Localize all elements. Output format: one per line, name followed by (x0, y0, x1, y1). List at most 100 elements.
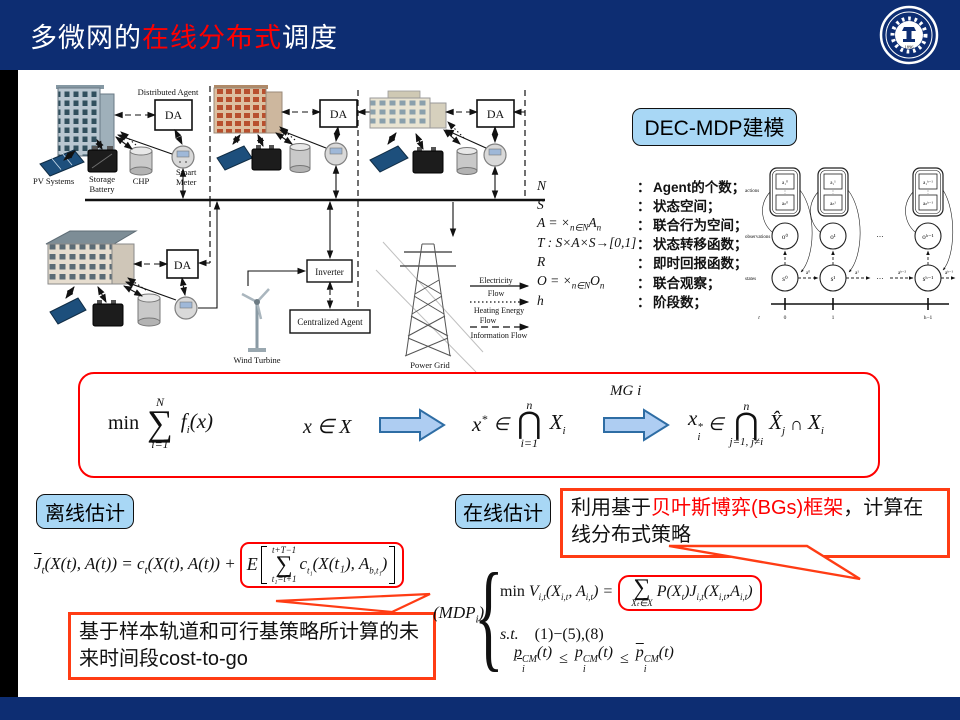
smart-meter-label-1: Smart (176, 167, 197, 177)
block-arrow-icon (379, 408, 446, 442)
title-suffix: 调度 (282, 23, 338, 53)
storage-label-2: Battery (89, 184, 115, 194)
svg-text:a₁⁰: a₁⁰ (782, 180, 788, 186)
smart-meter-icon (483, 143, 507, 167)
notation-row: A = ×n∈NAn：联合行为空间； (537, 215, 748, 233)
distributed-agent-label: Distributed Agent (138, 87, 199, 97)
offline-formula: Jt(X(t), A(t)) = ct(X(t), A(t)) + E t+T−… (34, 535, 405, 595)
smart-meter-label-2: Meter (176, 177, 196, 187)
title-prefix: 多微网的 (30, 23, 142, 53)
centralized-agent-box: Centralized Agent (289, 309, 371, 334)
notation-list: N：Agent的个数； S：状态空间； A = ×n∈NAn：联合行为空间； T… (537, 176, 748, 310)
chp-icon (456, 147, 478, 175)
online-label: 在线估计 (455, 494, 551, 529)
building-icon (45, 230, 138, 285)
block-arrow-icon (603, 408, 670, 442)
title-highlight: 在线分布式 (142, 23, 282, 53)
sum-highlight-box: ∑Xₜ∈X P(Xt)Ji,t(Xi,t,Ai,t) (618, 575, 762, 611)
offline-note-box: 基于样本轨道和可行基策略所计算的未来时间段cost-to-go (68, 612, 436, 680)
wind-turbine-label: Wind Turbine (233, 355, 280, 365)
battery-icon (251, 145, 282, 171)
pv-label: PV Systems (33, 176, 74, 186)
mg1-links (63, 111, 187, 200)
dbn-slice: a₁ʰ⁻¹ ⋮ aₙʰ⁻¹ oʰ⁻¹ sʰ⁻¹ (905, 167, 954, 292)
da-box: DA (476, 99, 515, 128)
chp-icon (129, 146, 153, 176)
dbn-slice: a₁¹ ⋮ aₙ¹ o¹ s¹ (810, 167, 861, 292)
battery-icon (412, 147, 444, 174)
legend-flow: Flow (488, 289, 505, 298)
wind-turbine-icon (241, 288, 270, 352)
mg2-links (232, 108, 370, 200)
anvil-icon (902, 27, 916, 31)
legend-information: Information Flow (471, 331, 528, 340)
callout-tail (668, 544, 861, 581)
svg-text:DA: DA (165, 108, 183, 122)
footer-bar (0, 697, 960, 720)
optimization-box (78, 372, 880, 478)
dbn-observations-label: observations (745, 235, 770, 240)
dbn-edge-label: aʰ⁻¹ (945, 270, 953, 276)
notation-row: S：状态空间； (537, 196, 721, 214)
notation-row: R：即时回报函数； (537, 254, 748, 272)
callout-tail (275, 592, 431, 614)
dbn-ellipsis: ⋯ (877, 275, 884, 283)
mg3-links (387, 108, 525, 200)
svg-text:1: 1 (832, 315, 835, 321)
domain-constraint: x ∈ X (303, 416, 352, 438)
mdp-objective-row: min Vi,t(Xi,t, Ai,t) = ∑Xₜ∈X P(Xt)Ji,t(X… (500, 565, 762, 621)
microgrid-separators (209, 86, 526, 308)
dbn-edge-label: a¹ (855, 270, 859, 276)
dbn-edge-label: aʰ⁻² (898, 270, 906, 276)
chp-icon (289, 143, 311, 173)
svg-text:oʰ⁻¹: oʰ⁻¹ (922, 233, 934, 241)
dec-mdp-label: DEC-MDP建模 (632, 108, 797, 146)
flow-legend: Electricity Flow Heating Energy Flow Inf… (470, 276, 530, 340)
global-solution-formula: x* ∈ n⋂i=1 Xi (472, 398, 566, 450)
dbn-diagram: actions observations states a₁⁰ ⋮ aₙ⁰ o⁰… (745, 167, 956, 321)
dbn-slice: a₁⁰ ⋮ aₙ⁰ o⁰ s⁰ (762, 167, 813, 292)
expectation-highlight-box: E t+T−1∑t₁=t+1 ct₁(X(t₁), Ab,t₁) (239, 541, 405, 589)
svg-text:o¹: o¹ (830, 233, 836, 241)
svg-text:DA: DA (174, 258, 192, 272)
svg-text:⋮: ⋮ (783, 190, 788, 196)
mg-label: MG i (610, 383, 642, 399)
svg-text:s¹: s¹ (831, 275, 836, 283)
global-objective-formula: min N∑i=1 fi(x) (108, 394, 214, 452)
logo-year: 1896 (905, 45, 915, 50)
svg-text:aₙ¹: aₙ¹ (830, 201, 836, 207)
svg-text:o⁰: o⁰ (782, 233, 789, 241)
mdp-label: (MDPi) (433, 603, 485, 626)
pv-panel-icon (49, 297, 87, 325)
dbn-timeline: t 0 1 h−1 (758, 298, 949, 321)
smart-meter-icon (174, 296, 198, 320)
da-box: DA (166, 249, 199, 279)
notation-row: T : S×A×S→[0,1]：状态转移函数； (537, 235, 748, 253)
local-solution-formula: x*i ∈ n⋂j=1, j≠i X̂j ∩ Xi (688, 398, 824, 449)
power-grid-icon (375, 241, 484, 372)
svg-text:⋮: ⋮ (831, 190, 836, 196)
svg-text:a₁ʰ⁻¹: a₁ʰ⁻¹ (923, 180, 933, 186)
da-box: DA (319, 99, 358, 128)
svg-text:DA: DA (330, 107, 348, 121)
chp-icon (137, 293, 161, 327)
svg-text:a₁¹: a₁¹ (830, 180, 836, 186)
legend-electricity: Electricity (479, 276, 512, 285)
svg-text:0: 0 (784, 315, 787, 321)
svg-text:DA: DA (487, 107, 505, 121)
legend-flow: Flow (480, 316, 497, 325)
smart-meter-icon (171, 145, 195, 169)
svg-text:t: t (758, 315, 760, 321)
notation-row: O = ×n∈NOn：联合观察； (537, 272, 721, 291)
slide-title: 多微网的在线分布式调度 (30, 16, 338, 55)
mdp-constraint-row: s.t. (1)−(5),(8) (500, 626, 604, 643)
svg-text:aₙ⁰: aₙ⁰ (782, 201, 788, 207)
smart-meter-icon (324, 142, 348, 166)
legend-heating: Heating Energy (474, 306, 524, 315)
svg-text:⋮: ⋮ (926, 190, 931, 196)
building-icon (56, 85, 115, 157)
building-icon (369, 90, 447, 129)
power-grid-label: Power Grid (410, 360, 450, 370)
offline-label: 离线估计 (36, 494, 134, 529)
